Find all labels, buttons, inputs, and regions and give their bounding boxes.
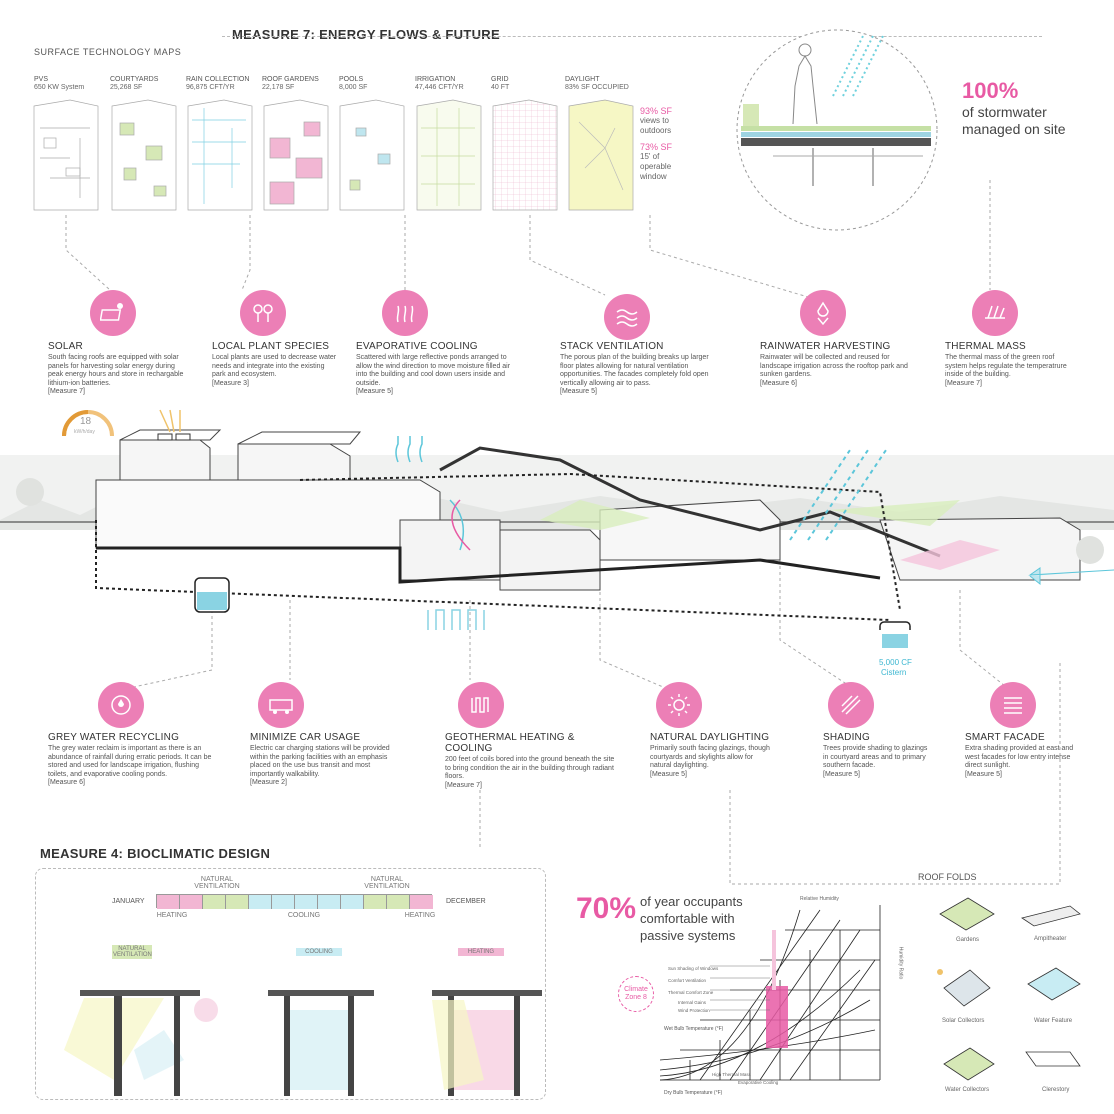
bus-icon	[258, 682, 304, 728]
plant-icon	[240, 290, 286, 336]
facade-icon	[990, 682, 1036, 728]
label-heating-1: HEATING	[156, 912, 188, 919]
solar-gauge-unit: kW/h/day	[74, 429, 95, 435]
strategy-rainwater: RAINWATER HARVESTING Rainwater will be c…	[760, 341, 908, 387]
strategy-facade: SMART FACADE Extra shading provided at e…	[965, 732, 1074, 778]
cistern-value: 5,000 CF	[879, 658, 912, 667]
strategy-solar: SOLAR South facing roofs are equipped wi…	[48, 341, 184, 395]
surface-maps-svg	[33, 99, 634, 211]
thermal-mass-icon	[972, 290, 1018, 336]
label-nat-vent-2: NATURAL VENTILATION	[364, 876, 410, 890]
map-grid	[492, 99, 558, 211]
measure7-frame	[222, 36, 1042, 46]
views-value: 93% SF	[640, 106, 673, 116]
geothermal-icon	[458, 682, 504, 728]
year-bar	[156, 894, 433, 909]
strategy-greywater: GREY WATER RECYCLING The grey water recl…	[48, 732, 212, 786]
label-cooling: COOLING	[287, 912, 321, 919]
sun-icon	[656, 682, 702, 728]
cistern-label: Cistern	[881, 668, 907, 677]
chart-title: Relative Humidity	[800, 896, 839, 902]
views-text: views to outdoors	[640, 116, 672, 135]
building-section	[0, 409, 1114, 630]
chart-dry-bulb: Dry Bulb Temperature (°F)	[664, 1090, 723, 1096]
strategy-plants: LOCAL PLANT SPECIES Local plants are use…	[212, 341, 337, 387]
stormwater-value: 100%	[962, 78, 1019, 103]
map-irrigation	[416, 99, 482, 211]
stormwater-text: of stormwater managed on site	[962, 104, 1066, 137]
map-daylight	[568, 99, 634, 211]
roof-item-clerestory: Clerestory	[1042, 1087, 1070, 1093]
solar-gauge-value: 18	[80, 416, 92, 427]
strategy-stack: STACK VENTILATION The porous plan of the…	[560, 341, 709, 395]
tag-nat-vent: NATURAL VENTILATION	[112, 945, 152, 959]
recycle-icon	[98, 682, 144, 728]
chart-label-thermal-mass: High Thermal Mass	[712, 1072, 751, 1077]
map-pools	[339, 99, 405, 211]
psychrometric-chart	[660, 905, 881, 1081]
evaporative-icon	[382, 290, 428, 336]
solar-gauge	[62, 410, 114, 437]
solar-icon	[90, 290, 136, 336]
strategy-shading: SHADING Trees provide shading to glazing…	[823, 732, 928, 778]
strategy-geothermal: GEOTHERMAL HEATING & COOLING 200 feet of…	[445, 732, 615, 789]
bioclimatic-frame	[35, 868, 546, 1100]
bioclimatic-sections	[64, 990, 542, 1096]
comfort-text: of year occupants comfortable with passi…	[640, 894, 743, 943]
label-nat-vent-1: NATURAL VENTILATION	[194, 876, 240, 890]
roof-item-water-feature: Water Feature	[1034, 1018, 1073, 1024]
measure7-title: MEASURE 7: ENERGY FLOWS & FUTURE	[232, 27, 500, 42]
strategy-evaporative: EVAPORATIVE COOLING Scattered with large…	[356, 341, 511, 395]
year-start: JANUARY	[112, 898, 145, 905]
shading-icon	[828, 682, 874, 728]
chart-wet-bulb: Wet Bulb Temperature (°F)	[664, 1026, 724, 1032]
daylight-stats: 93% SF views to outdoors 73% SF 15' of o…	[640, 106, 700, 182]
roof-fold-icons	[937, 897, 1081, 1081]
roof-item-solar: Solar Collectors	[942, 1018, 985, 1024]
stormwater-stat: 100% of stormwater managed on site	[962, 78, 1092, 138]
tag-cooling: COOLING	[296, 948, 342, 956]
roof-item-gardens: Gardens	[956, 937, 980, 943]
cistern-tank-water	[882, 634, 908, 648]
tag-heating: HEATING	[458, 948, 504, 956]
strategy-daylighting: NATURAL DAYLIGHTING Primarily south faci…	[650, 732, 770, 778]
map-courtyards	[111, 99, 177, 211]
map-rain	[187, 99, 253, 211]
surface-maps-title: SURFACE TECHNOLOGY MAPS	[34, 47, 182, 57]
chart-ylabel: Humidity Ratio	[897, 946, 904, 980]
bioclimatic-title: MEASURE 4: BIOCLIMATIC DESIGN	[40, 846, 271, 861]
climate-zone-badge: Climate Zone 8	[618, 976, 654, 1012]
label-heating-2: HEATING	[404, 912, 436, 919]
comfort-value: 70%	[576, 892, 637, 925]
year-end: DECEMBER	[446, 898, 486, 905]
strategy-thermal: THERMAL MASS The thermal mass of the gre…	[945, 341, 1067, 387]
strategy-car: MINIMIZE CAR USAGE Electric car charging…	[250, 732, 390, 786]
window-value: 73% SF	[640, 142, 673, 152]
roof-folds-title: ROOF FOLDS	[918, 872, 977, 882]
chart-labels: Sun Shading of Windows Comfort Ventilati…	[668, 966, 719, 1013]
stormwater-detail	[736, 29, 938, 231]
map-roof-gardens	[263, 99, 329, 211]
chart-label-evap: Evaporative Cooling	[738, 1080, 779, 1085]
wind-icon	[604, 294, 650, 340]
roof-item-ampitheater: Ampitheater	[1034, 936, 1067, 942]
map-pvs	[33, 99, 99, 211]
rain-drop-icon	[800, 290, 846, 336]
roof-item-water-collectors: Water Collectors	[945, 1087, 990, 1093]
window-text: 15' of operable window	[640, 152, 672, 181]
